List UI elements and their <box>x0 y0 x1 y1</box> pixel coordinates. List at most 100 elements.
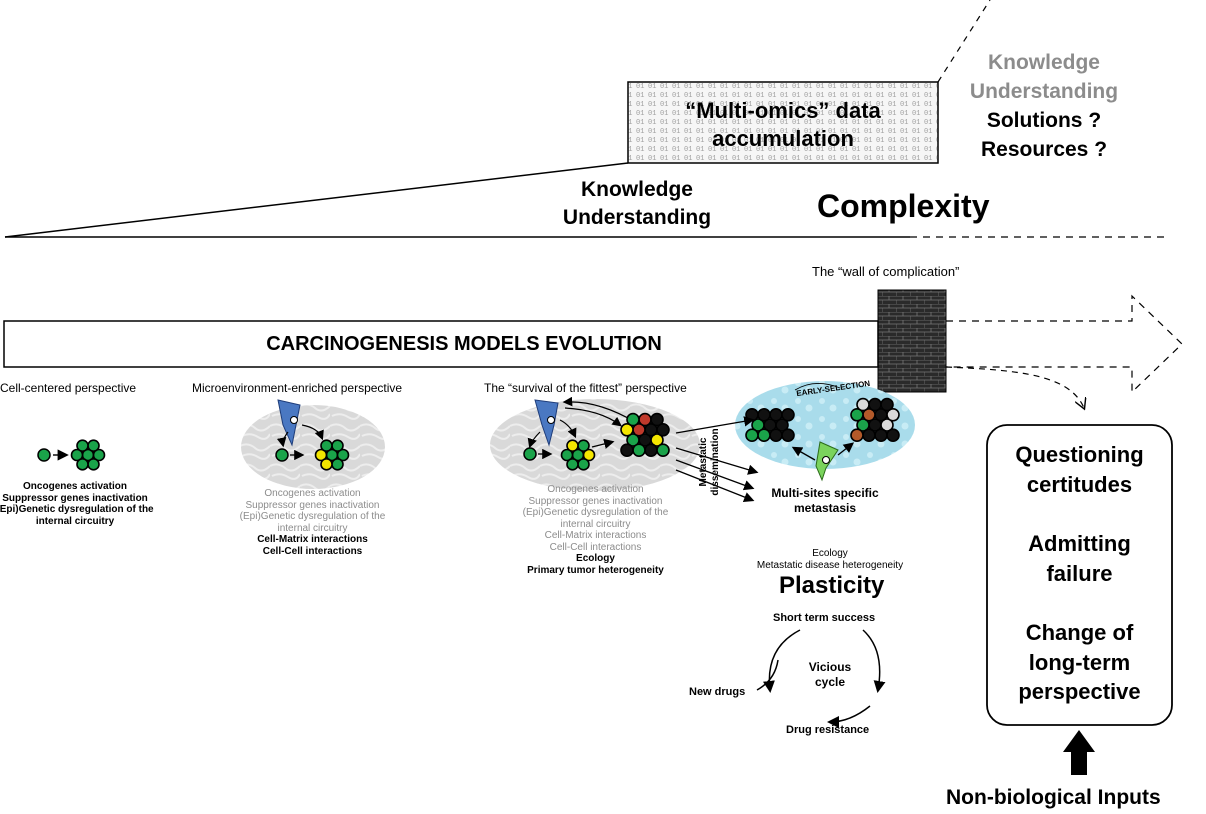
survival-black-line: Primary tumor heterogeneity <box>527 564 664 576</box>
tumor-cell <box>626 433 640 447</box>
tumor-cell <box>336 448 350 462</box>
cell-centered-title: Cell-centered perspective <box>0 381 137 395</box>
left-ku-block: Knowledge Understanding <box>537 176 737 232</box>
box-line-1: Questioning <box>1015 442 1144 467</box>
tumor-cell <box>70 448 84 462</box>
microenvironment-graphic <box>241 399 385 489</box>
omics-line-2: accumulation <box>712 126 854 151</box>
non-biological-inputs-label: Non-biological Inputs <box>946 786 1161 809</box>
microenvironment-grey-line: Suppressor genes inactivation <box>245 499 380 511</box>
main-arrow-body <box>3 320 879 368</box>
vicious-line-2: cycle <box>814 675 846 689</box>
survival-grey-line: (Epi)Genetic dysregulation of the <box>522 507 669 518</box>
multisites-line-2: metastasis <box>793 501 857 515</box>
tumor-cell <box>850 428 864 443</box>
ecology-block: Ecology Metastatic disease heterogeneity <box>730 548 930 572</box>
cell-centered-line: (Epi)Genetic dysregulation of the <box>0 504 154 515</box>
survival-grey-line: Cell-Matrix interactions <box>544 530 647 541</box>
multisites-label: Multi-sites specific metastasis <box>750 486 900 516</box>
vicious-cycle-graphic <box>756 629 886 728</box>
box-line-4: failure <box>1046 560 1113 586</box>
tumor-cell <box>620 443 634 458</box>
tumor-cell <box>566 439 579 452</box>
drug-resistance-label: Drug resistance <box>786 724 870 736</box>
tumor-cell <box>577 458 590 471</box>
tumor-cell <box>745 428 759 443</box>
wall-label: The “wall of complication” <box>812 264 960 279</box>
tumor-cell <box>862 428 876 443</box>
short-term-success-label: Short term success <box>773 612 876 624</box>
ku-right-understanding: Understanding <box>969 80 1119 103</box>
ku-left-understanding: Understanding <box>562 206 712 229</box>
tumor-cell <box>850 407 864 422</box>
tumor-cell <box>87 439 100 452</box>
tumor-cell <box>331 439 344 452</box>
dashed-arrow-to-box <box>945 366 1084 408</box>
tumor-cell <box>626 412 640 427</box>
tumor-cell <box>886 428 900 443</box>
wall-of-complication <box>877 289 947 393</box>
box-line-7: perspective <box>1018 679 1141 704</box>
tumor-cell <box>320 439 333 452</box>
survival-grey-line: Oncogenes activation <box>547 484 644 495</box>
tumor-cell <box>856 397 870 412</box>
ku-right-knowledge: Knowledge <box>987 51 1100 74</box>
complexity-label: Complexity <box>817 188 990 224</box>
survival-black-line: Ecology <box>576 553 615 564</box>
tumor-cell <box>650 412 664 427</box>
metastatic-heterogeneity-label: Metastatic disease heterogeneity <box>756 560 904 571</box>
cell-centered-graphic <box>37 439 106 471</box>
cell-centered-line: internal circuitry <box>35 515 115 527</box>
microenvironment-title: Microenvironment-enriched perspective <box>192 381 403 395</box>
new-drugs-label: New drugs <box>689 686 746 698</box>
microenvironment-black-line: Cell-Cell interactions <box>262 545 363 557</box>
tumor-cell <box>769 428 783 443</box>
dissemination-arrows <box>675 416 759 502</box>
survival-grey-line: Cell-Cell interactions <box>549 541 642 553</box>
ku-left-knowledge: Knowledge <box>580 178 693 201</box>
tumor-cell <box>886 407 900 422</box>
tumor-cell <box>92 448 106 462</box>
tumor-cell <box>560 448 574 462</box>
microenvironment-grey-line: internal circuitry <box>277 522 348 534</box>
metastatic-dissemination-label: Metastatic dissemination <box>698 417 722 507</box>
tumor-cell <box>638 412 652 427</box>
omics-line-1: “Multi-omics” data <box>685 98 881 123</box>
tumor-cell <box>880 397 894 412</box>
tumor-cell <box>320 458 333 471</box>
tumor-cell <box>644 443 658 458</box>
tumor-cell <box>856 418 870 432</box>
tumor-cell <box>582 448 596 462</box>
tumor-cell <box>331 458 344 471</box>
tumor-cell <box>769 407 783 422</box>
solutions-text: Solutions ? <box>986 109 1102 132</box>
tumor-cell <box>76 458 89 471</box>
tumor-cell <box>620 422 634 437</box>
survival-grey-line: Suppressor genes inactivation <box>528 495 663 507</box>
cell-centered-line: Suppressor genes inactivation <box>2 492 148 504</box>
tumor-cell <box>314 448 328 462</box>
box-line-5: Change of <box>1025 620 1134 645</box>
main-arrow-label: CARCINOGENESIS MODELS EVOLUTION <box>266 333 662 355</box>
outcome-box-text: Questioning certitudes Admitting failure… <box>987 440 1172 707</box>
right-ku-block: Knowledge Understanding Solutions ? Reso… <box>944 48 1144 164</box>
tumor-cell <box>656 422 670 437</box>
resources-text: Resources ? <box>980 138 1108 161</box>
md-line-1: Metastatic <box>698 437 709 487</box>
tumor-cell <box>76 439 89 452</box>
box-line-2: certitudes <box>1026 471 1133 497</box>
survival-graphic <box>490 396 700 491</box>
survival-grey-line: internal circuitry <box>560 518 631 530</box>
ecology-label: Ecology <box>812 548 848 559</box>
omics-box-text: “Multi-omics” data accumulation <box>628 97 938 153</box>
tumor-cell <box>632 443 646 458</box>
tumor-cell <box>757 407 771 422</box>
tumor-cell <box>880 418 894 432</box>
tumor-cell <box>868 397 882 412</box>
microenvironment-grey-line: (Epi)Genetic dysregulation of the <box>239 511 386 522</box>
box-line-6: long-term <box>1028 649 1131 675</box>
